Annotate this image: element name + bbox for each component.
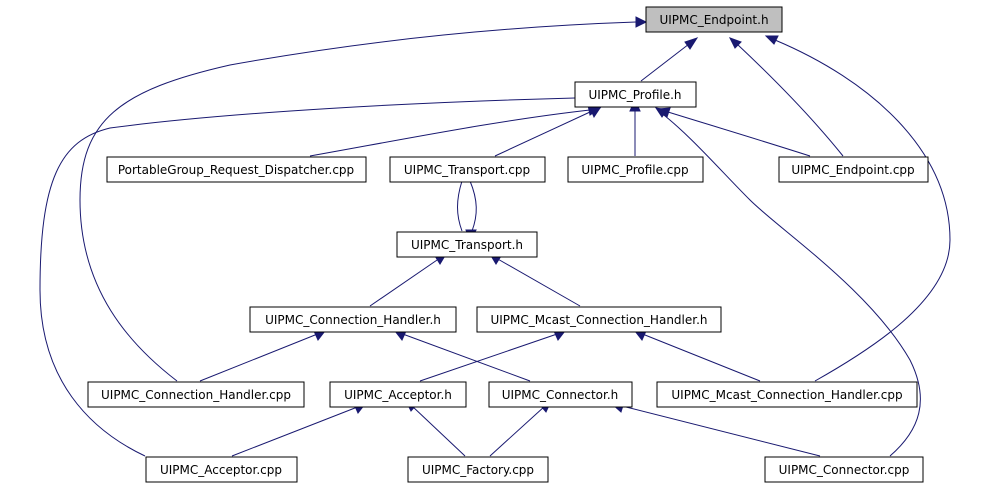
node-uipmc-acceptor-h[interactable]: UIPMC_Acceptor.h (329, 381, 467, 408)
edge-mcast-handler-cpp-to-mcast-handler-h (639, 332, 761, 382)
node-uipmc-factory-cpp[interactable]: UIPMC_Factory.cpp (407, 456, 549, 483)
node-label: UIPMC_Acceptor.cpp (160, 463, 282, 477)
arrowhead (654, 107, 668, 118)
node-uipmc-connector-cpp[interactable]: UIPMC_Connector.cpp (764, 456, 924, 483)
edge-factory-cpp-to-connector-h (489, 405, 546, 457)
node-label: UIPMC_Profile.cpp (581, 163, 688, 177)
arrowhead (728, 37, 742, 49)
node-uipmc-connector-h[interactable]: UIPMC_Connector.h (488, 381, 633, 408)
edge-mcast-handler-h-to-transport-h (495, 257, 581, 307)
edge-conn-handler-cpp-to-conn-handler-h (199, 332, 321, 382)
edge-endpoint-cpp-to-endpoint-h (736, 43, 844, 157)
arrowhead (589, 107, 601, 119)
node-portablegroup-request-dispatcher-cpp[interactable]: PortableGroup_Request_Dispatcher.cpp (106, 156, 367, 183)
node-label: UIPMC_Endpoint.h (659, 13, 768, 27)
node-label: UIPMC_Acceptor.h (344, 388, 452, 402)
node-uipmc-profile-h[interactable]: UIPMC_Profile.h (574, 81, 697, 108)
edge-transport-h-to-transport-cpp (457, 180, 463, 232)
node-label: UIPMC_Endpoint.cpp (791, 163, 914, 177)
node-label: PortableGroup_Request_Dispatcher.cpp (118, 163, 354, 177)
edge-conn-handler-h-to-transport-h (369, 257, 441, 307)
node-label: UIPMC_Mcast_Connection_Handler.cpp (671, 388, 902, 402)
node-label: UIPMC_Connection_Handler.cpp (101, 388, 291, 402)
node-uipmc-connection-handler-cpp[interactable]: UIPMC_Connection_Handler.cpp (87, 381, 305, 408)
edge-acceptor-cpp-to-acceptor-h (231, 405, 361, 457)
node-label: UIPMC_Connection_Handler.h (265, 313, 441, 327)
arrowhead (684, 37, 699, 50)
node-uipmc-profile-cpp[interactable]: UIPMC_Profile.cpp (567, 156, 704, 183)
edge-connector-cpp-to-connector-h (621, 405, 821, 457)
arrowhead (635, 16, 648, 28)
edge-portable-group-to-profile-h (309, 109, 591, 157)
edge-transport-cpp-to-transport-h (469, 180, 477, 232)
node-label: UIPMC_Factory.cpp (422, 463, 534, 477)
node-uipmc-endpoint-cpp[interactable]: UIPMC_Endpoint.cpp (778, 156, 929, 183)
node-label: UIPMC_Transport.h (411, 238, 523, 252)
node-label: UIPMC_Profile.h (588, 88, 681, 102)
edges (39, 21, 951, 457)
node-uipmc-mcast-connection-handler-cpp[interactable]: UIPMC_Mcast_Connection_Handler.cpp (656, 381, 918, 408)
edge-connector-cpp-to-profile-h (659, 111, 921, 457)
edge-acceptor-h-to-mcast-handler-h (419, 332, 561, 382)
node-uipmc-acceptor-cpp[interactable]: UIPMC_Acceptor.cpp (145, 456, 298, 483)
edge-factory-cpp-to-acceptor-h (411, 405, 466, 457)
edge-acceptor-cpp-to-profile-h (39, 97, 576, 457)
arrowheads (313, 16, 779, 414)
edge-endpoint-cpp-to-profile-h (667, 111, 811, 157)
edge-profile-h-to-endpoint-h (640, 43, 690, 82)
node-label: UIPMC_Connector.cpp (779, 463, 910, 477)
edge-transport-cpp-to-profile-h (494, 111, 591, 157)
nodes: UIPMC_Endpoint.h UIPMC_Profile.h Portabl… (87, 6, 929, 483)
edge-conn-handler-cpp-to-endpoint-h (79, 21, 638, 382)
edge-connector-h-to-conn-handler-h (399, 332, 531, 382)
node-uipmc-endpoint-h[interactable]: UIPMC_Endpoint.h (645, 6, 783, 33)
node-uipmc-mcast-connection-handler-h[interactable]: UIPMC_Mcast_Connection_Handler.h (476, 306, 722, 333)
node-uipmc-transport-h[interactable]: UIPMC_Transport.h (396, 231, 538, 258)
node-uipmc-transport-cpp[interactable]: UIPMC_Transport.cpp (389, 156, 546, 183)
node-label: UIPMC_Mcast_Connection_Handler.h (490, 313, 707, 327)
arrowhead (764, 35, 779, 45)
edge-mcast-handler-cpp-to-endpoint-h (774, 39, 951, 382)
node-label: UIPMC_Transport.cpp (404, 163, 530, 177)
node-label: UIPMC_Connector.h (502, 388, 619, 402)
node-uipmc-connection-handler-h[interactable]: UIPMC_Connection_Handler.h (249, 306, 457, 333)
